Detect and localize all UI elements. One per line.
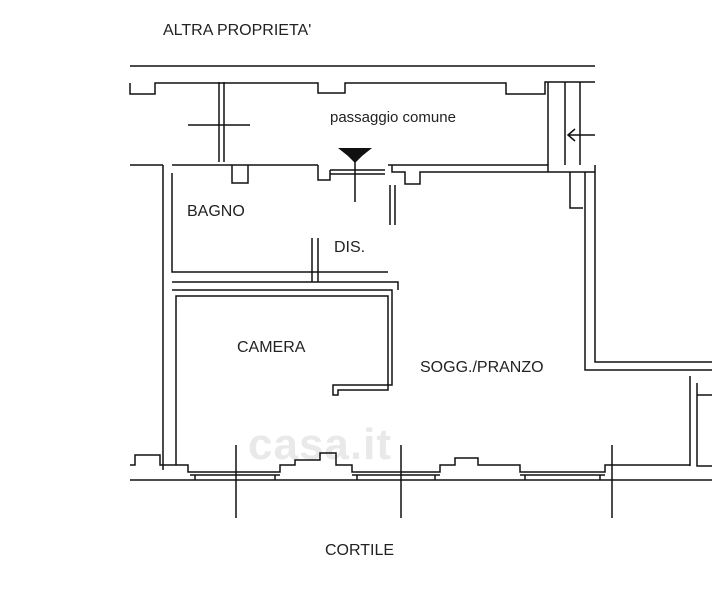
bagno-door — [311, 238, 319, 282]
label-soggiorno-pranzo: SOGG./PRANZO — [420, 359, 544, 376]
label-dis: DIS. — [334, 239, 366, 256]
upper-corridor-wall — [129, 81, 595, 95]
label-cortile: CORTILE — [325, 542, 395, 559]
label-camera: CAMERA — [237, 339, 306, 356]
entry-door — [330, 169, 385, 175]
stairs — [547, 82, 581, 165]
entry-arrow-icon — [338, 148, 372, 163]
right-room — [689, 376, 712, 467]
stairs-arrow-icon — [566, 128, 595, 142]
label-bagno: BAGNO — [187, 203, 245, 220]
living-right-wall — [584, 165, 712, 371]
bottom-facade — [130, 452, 690, 473]
window-axes — [235, 445, 613, 518]
camera-walls — [172, 281, 399, 465]
middle-wall — [130, 164, 595, 470]
bagno-column — [231, 165, 249, 184]
label-altra-proprieta: ALTRA PROPRIETA' — [163, 22, 312, 39]
windows — [190, 474, 605, 480]
watermark: casa.it — [248, 420, 392, 469]
label-passaggio-comune: passaggio comune — [330, 109, 456, 126]
hall-door — [389, 185, 396, 225]
corridor-pipe — [188, 82, 250, 162]
